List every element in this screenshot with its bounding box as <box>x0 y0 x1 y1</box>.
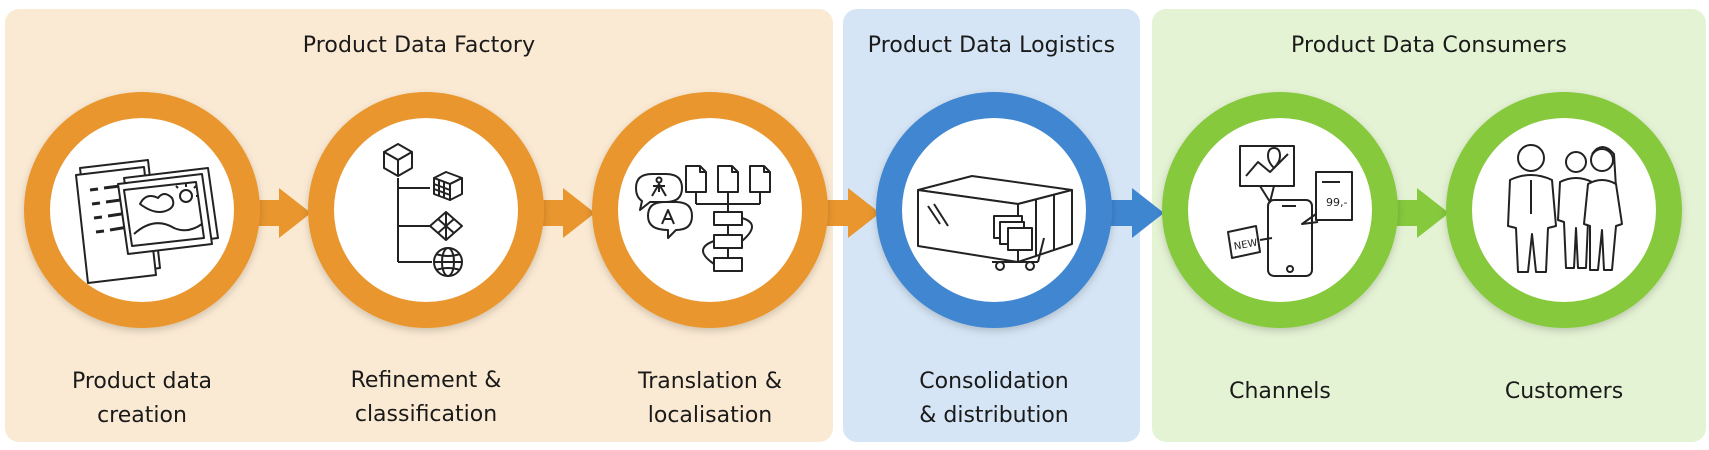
warehouse-icon <box>917 175 1073 271</box>
logistics-title: Product Data Logistics <box>867 33 1116 58</box>
step-4-label-line2: & distribution <box>919 403 1069 428</box>
arrow-2 <box>539 188 595 238</box>
ring-2 <box>308 92 544 328</box>
step-1-label: Product data creation <box>27 365 257 433</box>
step-6-label-line1: Customers <box>1504 379 1624 404</box>
hierarchy-3d-objects-icon <box>383 143 463 277</box>
people-group-icon <box>1507 144 1623 273</box>
consumers-title: Product Data Consumers <box>1291 33 1567 58</box>
step-6-label: Customers <box>1449 375 1679 409</box>
step-1-label-line1: Product data <box>71 369 213 394</box>
factory-title: Product Data Factory <box>302 33 536 58</box>
step-3-label: Translation & localisation <box>595 365 825 433</box>
svg-text:NEW: NEW <box>1233 238 1258 253</box>
step-4-label-line1: Consolidation <box>919 369 1069 394</box>
step-3-label-line1: Translation & <box>637 369 783 394</box>
step-5-label-line1: Channels <box>1229 379 1331 404</box>
step-1-label-line2: creation <box>97 403 187 428</box>
documents-images-icon <box>75 159 219 284</box>
step-3-label-line2: localisation <box>647 403 773 428</box>
smartphone-channels-icon: 99,- NEW <box>1227 145 1353 277</box>
arrow-1 <box>255 188 311 238</box>
step-5-label: Channels <box>1165 375 1395 409</box>
arrow-5 <box>1393 188 1449 238</box>
step-2-label-line2: classification <box>354 402 498 427</box>
step-4-label: Consolidation & distribution <box>879 365 1109 433</box>
step-2-label: Refinement & classification <box>311 364 541 432</box>
arrow-3 <box>824 188 880 238</box>
ring-3 <box>592 92 828 328</box>
arrow-4 <box>1108 188 1164 238</box>
translation-workflow-icon <box>635 165 771 272</box>
svg-text:99,-: 99,- <box>1326 196 1347 209</box>
step-2-label-line1: Refinement & <box>350 368 502 393</box>
